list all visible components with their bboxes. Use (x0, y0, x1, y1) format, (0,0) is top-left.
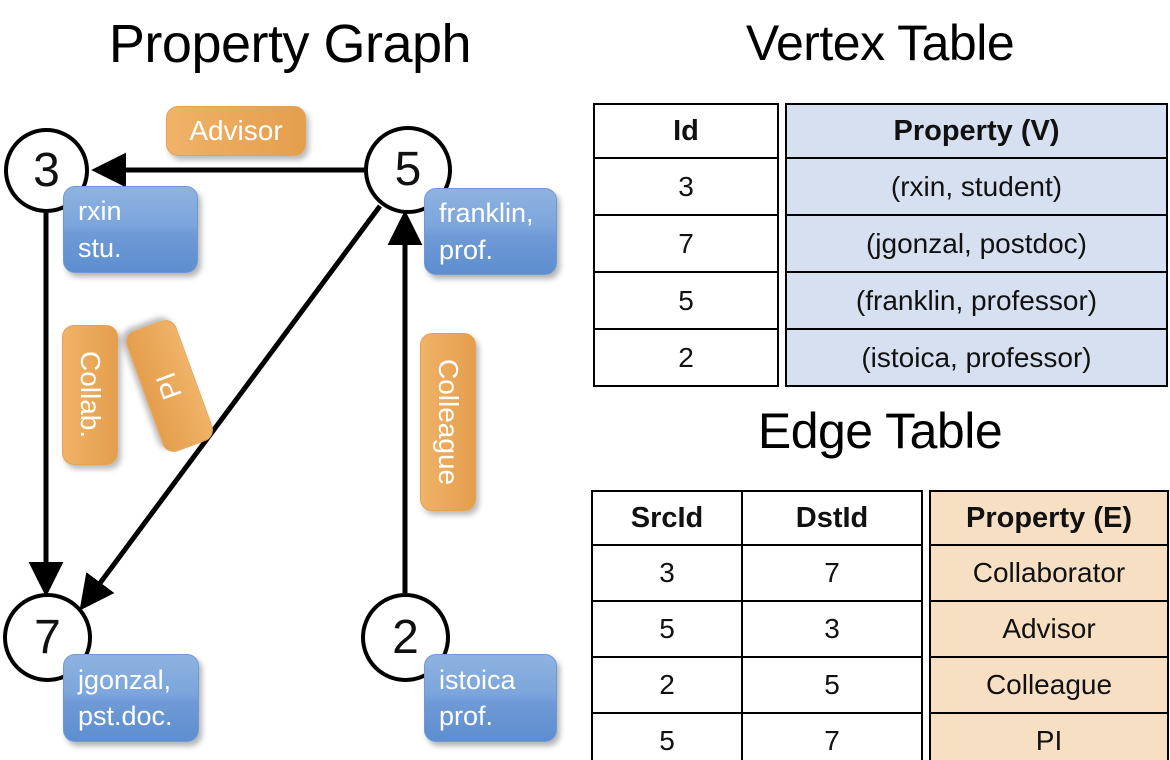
edge-row-dstid: 7 (741, 544, 923, 602)
table-row[interactable]: 5 3 Advisor (591, 600, 1169, 658)
node-property-line-2: stu. (78, 232, 122, 263)
vertex-table-header-property: Property (V) (785, 103, 1168, 159)
column-gap (922, 657, 930, 713)
graph-edges-layer (28, 152, 423, 611)
edge-5-to-7 (79, 204, 383, 611)
vertex-table-header-row: Id Property (V) (593, 103, 1168, 159)
node-property-line-1: istoica (439, 664, 516, 695)
vertex-table-header-id: Id (593, 103, 779, 159)
edge-row-property: Advisor (929, 600, 1169, 658)
edge-row-dstid: 5 (741, 656, 923, 714)
column-gap (778, 158, 786, 215)
edge-row-srcid: 3 (591, 544, 743, 602)
edge-row-dstid: 7 (741, 712, 923, 760)
node-property-line-1: rxin (78, 196, 122, 227)
page-title-vertex-table: Vertex Table (745, 15, 1015, 71)
vertex-table: Id Property (V) 3 (rxin, student) 7 (jgo… (593, 103, 1168, 387)
edge-label-collaborator[interactable]: Collab. (62, 325, 118, 465)
node-property-line-2: prof. (439, 234, 494, 265)
edge-table-header-srcid: SrcId (591, 490, 743, 546)
vertex-row-id: 5 (593, 271, 779, 330)
edge-label-advisor[interactable]: Advisor (166, 106, 306, 156)
column-gap (922, 601, 930, 657)
node-property-box-7[interactable]: jgonzal, pst.doc. (63, 654, 199, 742)
edge-table-header-row: SrcId DstId Property (E) (591, 490, 1169, 546)
vertex-row-id: 7 (593, 214, 779, 273)
node-property-box-5[interactable]: franklin, prof. (424, 188, 557, 275)
column-gap (778, 329, 786, 386)
graph-node-2[interactable]: 2 (361, 593, 450, 682)
node-property-line-2: prof. (439, 701, 494, 731)
page-title-property-graph: Property Graph (108, 14, 472, 74)
edge-table-header-dstid: DstId (741, 490, 923, 546)
property-graph-diagram: 3 5 7 2 rxin stu. franklin, prof. jgonza… (3, 106, 557, 742)
node-property-box-3[interactable]: rxin stu. (63, 186, 198, 273)
table-row[interactable]: 2 (istoica, professor) (593, 328, 1168, 387)
column-gap (922, 491, 930, 545)
table-row[interactable]: 3 (rxin, student) (593, 157, 1168, 216)
vertex-row-property: (istoica, professor) (785, 328, 1168, 387)
node-property-box-2[interactable]: istoica prof. (424, 654, 557, 742)
edge-row-property: Colleague (929, 656, 1169, 714)
edge-row-srcid: 5 (591, 712, 743, 760)
column-gap (778, 215, 786, 272)
vertex-row-id: 3 (593, 157, 779, 216)
table-row[interactable]: 5 (franklin, professor) (593, 271, 1168, 330)
table-row[interactable]: 5 7 PI (591, 712, 1169, 760)
vertex-row-id: 2 (593, 328, 779, 387)
table-row[interactable]: 3 7 Collaborator (591, 544, 1169, 602)
edge-row-property: PI (929, 712, 1169, 760)
edge-label-colleague[interactable]: Colleague (420, 333, 476, 511)
node-property-line-1: franklin, (439, 198, 534, 229)
column-gap (922, 545, 930, 601)
edge-table: SrcId DstId Property (E) 3 7 Collaborato… (591, 490, 1169, 760)
edge-row-srcid: 5 (591, 600, 743, 658)
page-title-edge-table: Edge Table (757, 403, 1003, 459)
node-property-line-1: jgonzal, (78, 664, 172, 695)
vertex-row-property: (franklin, professor) (785, 271, 1168, 330)
column-gap (778, 104, 786, 158)
vertex-row-property: (rxin, student) (785, 157, 1168, 216)
edge-table-header-property: Property (E) (929, 490, 1169, 546)
edge-row-dstid: 3 (741, 600, 923, 658)
edge-row-property: Collaborator (929, 544, 1169, 602)
table-row[interactable]: 2 5 Colleague (591, 656, 1169, 714)
column-gap (922, 713, 930, 760)
edge-row-srcid: 2 (591, 656, 743, 714)
vertex-row-property: (jgonzal, postdoc) (785, 214, 1168, 273)
column-gap (778, 272, 786, 329)
edge-label-pi-text: PI (149, 368, 189, 404)
table-row[interactable]: 7 (jgonzal, postdoc) (593, 214, 1168, 273)
node-property-line-2: pst.doc. (78, 701, 173, 731)
